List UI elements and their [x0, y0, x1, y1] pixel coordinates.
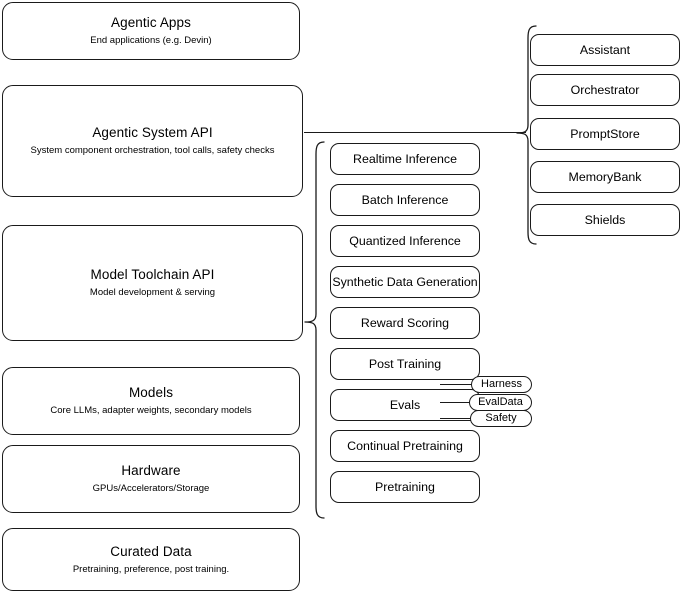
layer-subtitle: Pretraining, preference, post training. [72, 563, 230, 575]
layer-subtitle: GPUs/Accelerators/Storage [92, 483, 210, 494]
system-box-promptstore[interactable]: PromptStore [530, 118, 680, 150]
system-label: MemoryBank [568, 170, 642, 184]
layer-subtitle: End applications (e.g. Devin) [90, 35, 212, 46]
eval-pill-label: Harness [481, 378, 522, 390]
brace-agentic-system [515, 24, 537, 246]
toolchain-box-realtime-inference[interactable]: Realtime Inference [330, 143, 480, 175]
eval-pill-evaldata[interactable]: EvalData [469, 394, 532, 411]
connector-agentic-system-api-to-components [304, 132, 526, 133]
layer-box-models[interactable]: Models Core LLMs, adapter weights, secon… [2, 367, 300, 435]
toolchain-box-reward-scoring[interactable]: Reward Scoring [330, 307, 480, 339]
system-label: Orchestrator [570, 83, 640, 97]
layer-title: Hardware [121, 463, 181, 478]
toolchain-box-pretraining[interactable]: Pretraining [330, 471, 480, 503]
toolchain-box-post-training[interactable]: Post Training [330, 348, 480, 380]
eval-pill-harness[interactable]: Harness [471, 376, 532, 393]
toolchain-label: Reward Scoring [360, 316, 450, 330]
layer-box-agentic-apps[interactable]: Agentic Apps End applications (e.g. Devi… [2, 2, 300, 60]
layer-title: Agentic Apps [110, 15, 191, 30]
layer-subtitle: Core LLMs, adapter weights, secondary mo… [50, 405, 252, 416]
layer-box-agentic-system-api[interactable]: Agentic System API System component orch… [2, 85, 303, 197]
toolchain-box-synthetic-data-generation[interactable]: Synthetic Data Generation [330, 266, 480, 298]
layer-box-curated-data[interactable]: Curated Data Pretraining, preference, po… [2, 528, 300, 591]
system-label: Assistant [579, 43, 631, 57]
layer-box-model-toolchain-api[interactable]: Model Toolchain API Model development & … [2, 225, 303, 341]
toolchain-label: Realtime Inference [353, 152, 457, 166]
toolchain-box-continual-pretraining[interactable]: Continual Pretraining [330, 430, 480, 462]
system-box-assistant[interactable]: Assistant [530, 34, 680, 66]
toolchain-label: Synthetic Data Generation [332, 275, 478, 289]
toolchain-box-quantized-inference[interactable]: Quantized Inference [330, 225, 480, 257]
toolchain-box-evals[interactable]: Evals [330, 389, 480, 421]
toolchain-label: Post Training [368, 357, 442, 371]
toolchain-label: Pretraining [375, 480, 435, 494]
toolchain-label: Continual Pretraining [347, 439, 463, 453]
eval-pill-label: EvalData [478, 396, 523, 408]
connector-evals-to-evaldata [440, 402, 474, 403]
system-label: Shields [584, 213, 626, 227]
system-label: PromptStore [570, 127, 640, 141]
brace-model-toolchain [303, 140, 325, 520]
connector-evals-to-safety [440, 418, 476, 419]
layer-title: Model Toolchain API [90, 267, 215, 282]
layer-title: Models [128, 385, 174, 400]
toolchain-label: Evals [389, 398, 421, 412]
system-box-memorybank[interactable]: MemoryBank [530, 161, 680, 193]
system-box-shields[interactable]: Shields [530, 204, 680, 236]
eval-pill-safety[interactable]: Safety [470, 410, 532, 427]
system-box-orchestrator[interactable]: Orchestrator [530, 74, 680, 106]
layer-subtitle: Model development & serving [89, 287, 216, 298]
layer-title: Agentic System API [92, 125, 213, 140]
toolchain-label: Batch Inference [361, 193, 449, 207]
connector-evals-to-harness [440, 384, 478, 385]
layer-box-hardware[interactable]: Hardware GPUs/Accelerators/Storage [2, 445, 300, 513]
eval-pill-label: Safety [485, 412, 517, 424]
layer-subtitle: System component orchestration, tool cal… [30, 145, 275, 156]
toolchain-label: Quantized Inference [349, 234, 461, 248]
layer-title: Curated Data [110, 543, 192, 559]
toolchain-box-batch-inference[interactable]: Batch Inference [330, 184, 480, 216]
